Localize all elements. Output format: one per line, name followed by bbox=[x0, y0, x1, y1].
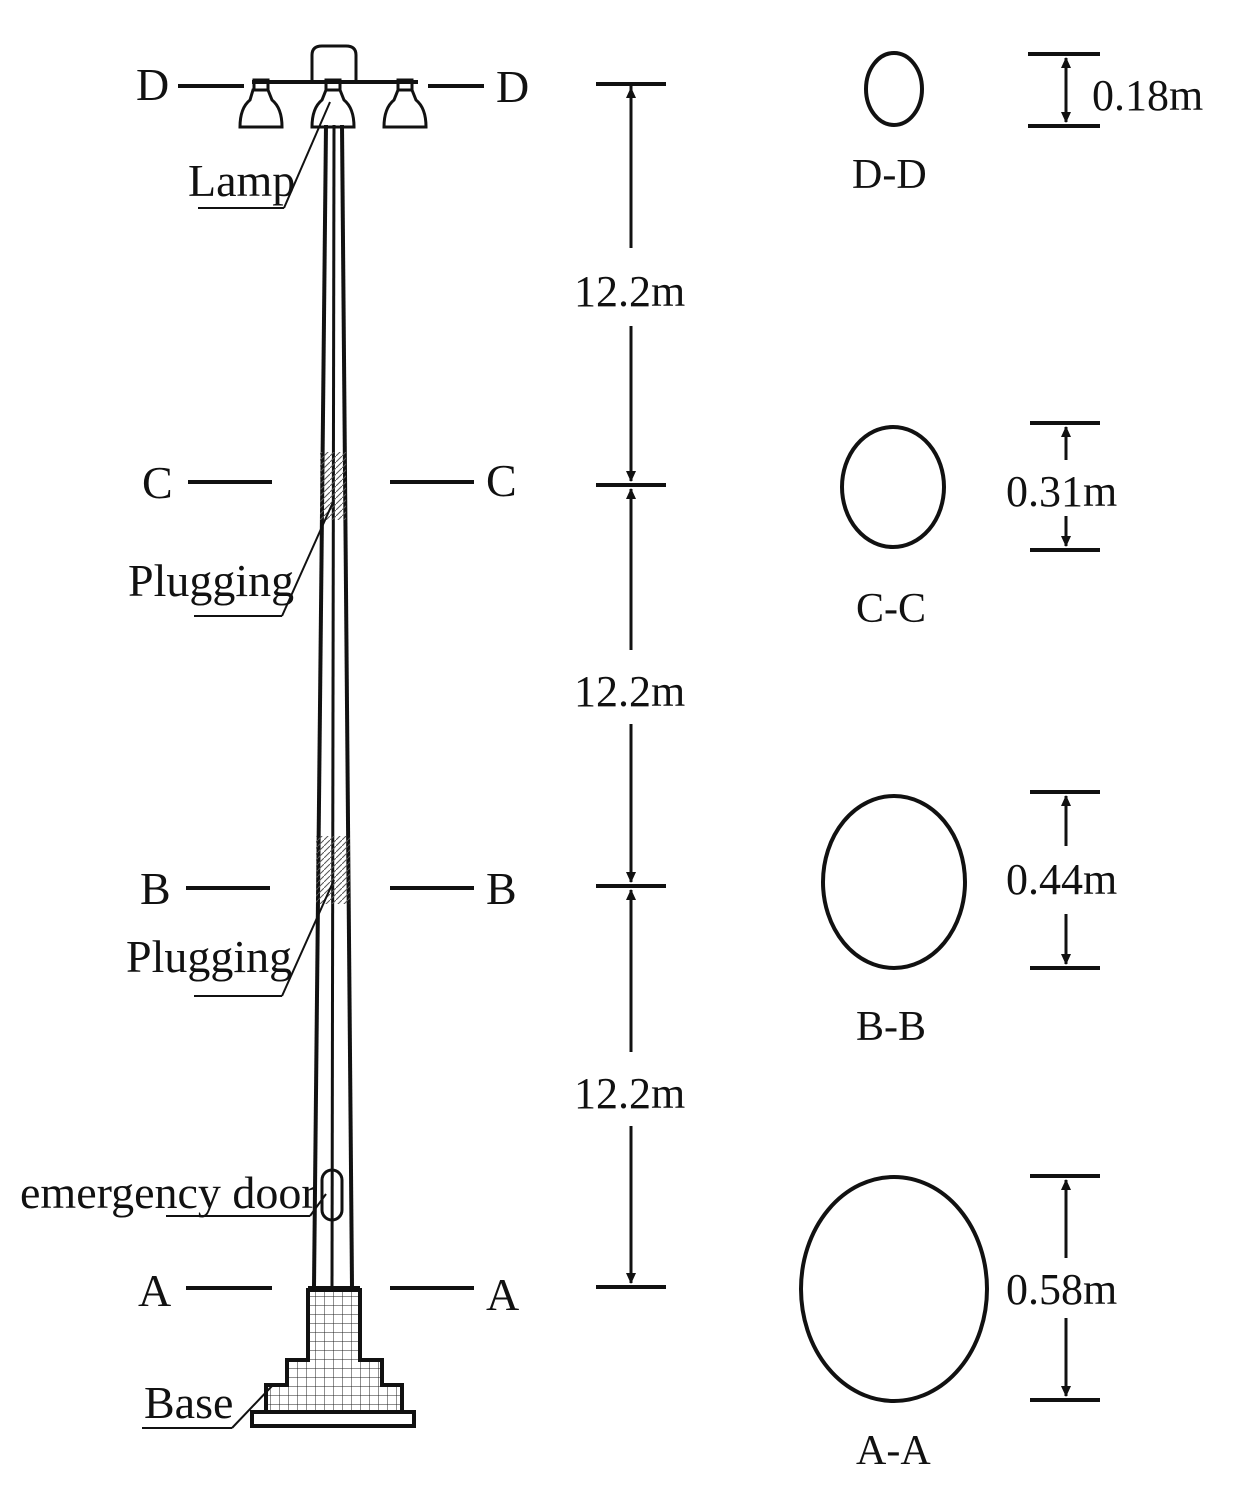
cross-section-aa-label: A-A bbox=[856, 1428, 931, 1474]
height-bottom-segment: 12.2m bbox=[574, 1069, 685, 1118]
cross-section-dd: D-D 0.18m bbox=[852, 51, 1203, 198]
callout-emergency-door: emergency door bbox=[20, 1167, 317, 1218]
cross-section-bb: B-B 0.44m bbox=[821, 790, 1117, 1050]
section-c-left: C bbox=[142, 457, 173, 508]
cross-section-aa-diameter: 0.58m bbox=[1006, 1265, 1117, 1314]
callout-base: Base bbox=[144, 1377, 233, 1428]
callout-plugging-upper: Plugging bbox=[128, 555, 294, 606]
callout-lamp: Lamp bbox=[188, 155, 295, 206]
plugging-lower-hatch bbox=[316, 836, 350, 904]
emergency-door bbox=[320, 1168, 344, 1222]
section-c-right: C bbox=[486, 455, 517, 506]
section-b-right: B bbox=[486, 863, 517, 914]
callout-plugging-lower: Plugging bbox=[126, 931, 292, 982]
lamp-head bbox=[238, 44, 428, 129]
section-b-left: B bbox=[140, 863, 171, 914]
height-dimensions: 12.2m 12.2m 12.2m bbox=[574, 82, 685, 1289]
plugging-upper-hatch bbox=[320, 452, 346, 520]
cross-section-bb-label: B-B bbox=[856, 1004, 926, 1050]
pole-base bbox=[250, 1286, 416, 1428]
pole bbox=[312, 124, 354, 1288]
section-d-right: D bbox=[496, 61, 529, 112]
cross-section-cc-diameter: 0.31m bbox=[1006, 467, 1117, 516]
cross-section-dd-label: D-D bbox=[852, 152, 927, 198]
section-a-left: A bbox=[138, 1265, 171, 1316]
height-top-segment: 12.2m bbox=[574, 267, 685, 316]
section-marks: D D C C B B A A bbox=[136, 59, 529, 1320]
cross-section-aa: A-A 0.58m bbox=[799, 1174, 1117, 1474]
cross-section-bb-diameter: 0.44m bbox=[1006, 855, 1117, 904]
section-d-left: D bbox=[136, 59, 169, 110]
section-a-right: A bbox=[486, 1269, 519, 1320]
cross-section-dd-diameter: 0.18m bbox=[1092, 71, 1203, 120]
callouts: Lamp Plugging Plugging emergency door Ba… bbox=[20, 101, 335, 1429]
cross-section-cc: C-C 0.31m bbox=[840, 421, 1117, 632]
cross-section-cc-label: C-C bbox=[856, 586, 926, 632]
height-middle-segment: 12.2m bbox=[574, 667, 685, 716]
